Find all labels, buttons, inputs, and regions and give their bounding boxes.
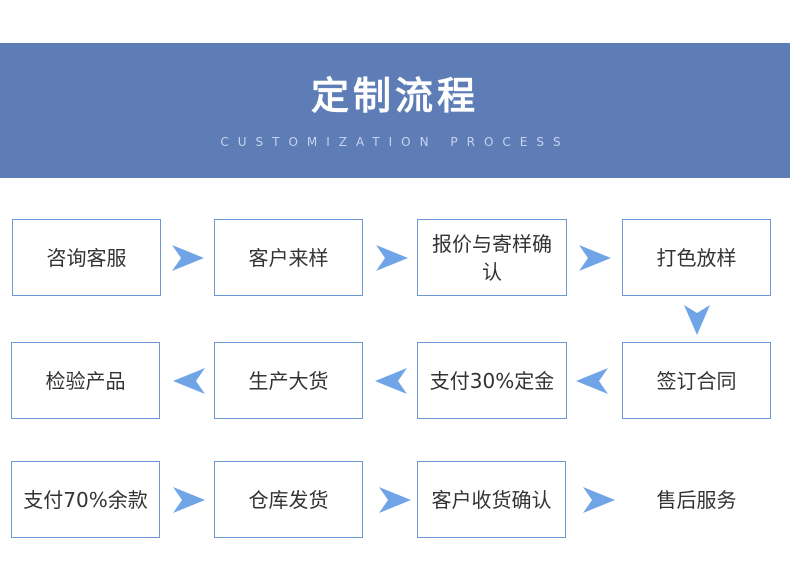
step-label: 仓库发货 — [248, 487, 329, 512]
step-warehouse-shipping: 仓库发货 — [214, 461, 363, 538]
step-label: 报价与寄样确认 — [432, 231, 552, 284]
step-sign-contract: 签订合同 — [622, 342, 771, 419]
step-label: 客户来样 — [248, 245, 329, 270]
step-label: 打色放样 — [656, 245, 737, 270]
arrow-right-icon — [583, 487, 615, 513]
arrow-left-icon — [576, 368, 608, 394]
step-label: 生产大货 — [248, 368, 329, 393]
step-customer-sample: 客户来样 — [214, 219, 363, 296]
header-banner — [0, 43, 790, 178]
arrow-left-icon — [375, 368, 407, 394]
step-label: 支付30%定金 — [429, 368, 555, 393]
arrow-right-icon — [579, 245, 611, 271]
step-pay-balance: 支付70%余款 — [11, 461, 160, 538]
arrow-right-icon — [173, 487, 205, 513]
step-label: 客户收货确认 — [431, 487, 552, 512]
step-label: 支付70%余款 — [23, 487, 148, 512]
step-inspect-product: 检验产品 — [11, 342, 160, 419]
arrow-right-icon — [172, 245, 204, 271]
arrow-right-icon — [376, 245, 408, 271]
step-label: 售后服务 — [656, 487, 737, 512]
step-after-sales: 售后服务 — [622, 461, 771, 538]
step-receipt-confirm: 客户收货确认 — [417, 461, 566, 538]
step-color-sampling: 打色放样 — [622, 219, 771, 296]
arrow-down-icon — [684, 305, 710, 335]
arrow-left-icon — [173, 368, 205, 394]
step-label: 签订合同 — [656, 368, 737, 393]
page-subtitle: CUSTOMIZATION PROCESS — [220, 135, 570, 149]
step-label: 检验产品 — [45, 368, 126, 393]
step-mass-production: 生产大货 — [214, 342, 363, 419]
page-title: 定制流程 — [310, 74, 479, 118]
step-quote-sample-confirm: 报价与寄样确认 — [417, 219, 567, 296]
step-label: 咨询客服 — [46, 245, 127, 270]
step-pay-deposit: 支付30%定金 — [417, 342, 567, 419]
arrow-right-icon — [379, 487, 411, 513]
step-consult-service: 咨询客服 — [12, 219, 161, 296]
